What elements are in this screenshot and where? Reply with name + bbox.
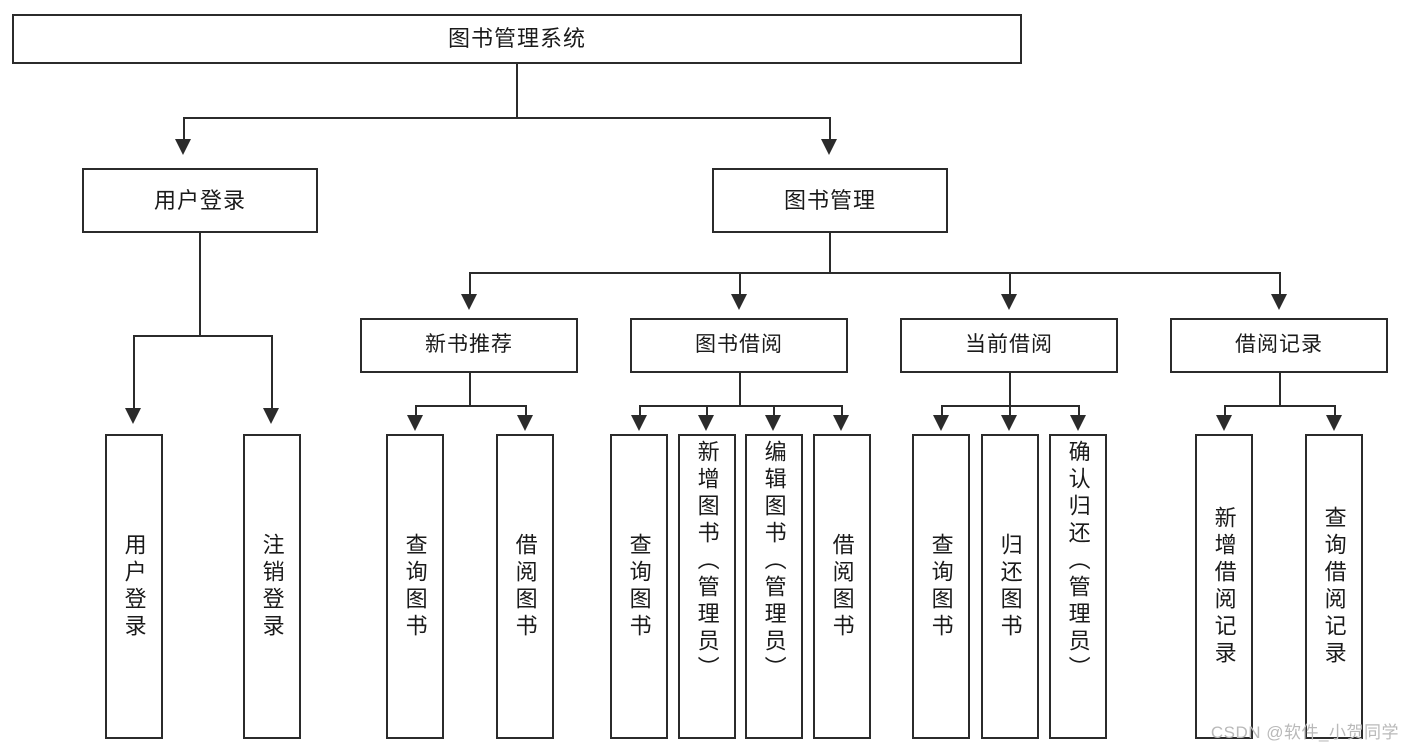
connector-current-borrow-child-2 [1009,405,1011,417]
leaf-edit-book-admin-label: 编辑图书（管理员） [761,440,787,683]
connector-root-to-book-manage [829,117,831,141]
leaf-add-borrow-record-label: 新增借阅记录 [1211,505,1237,668]
arrow-book-borrow-child-4 [833,415,849,431]
leaf-user-login[interactable]: 用户登录 [105,434,163,739]
node-root-label: 图书管理系统 [447,26,586,52]
connector-current-borrow-child-1 [941,405,943,417]
connector-user-login-child-1 [133,335,135,410]
arrow-book-manage-child-4 [1271,294,1287,310]
leaf-confirm-return-admin[interactable]: 确认归还（管理员） [1049,434,1107,739]
leaf-return-book[interactable]: 归还图书 [981,434,1039,739]
connector-book-manage-child-2 [739,272,741,296]
leaf-user-login-label: 用户登录 [121,532,147,641]
connector-borrow-record-child-1 [1224,405,1226,417]
leaf-query-book-borrow[interactable]: 查询图书 [610,434,668,739]
node-borrow-record-label: 借阅记录 [1235,333,1323,357]
arrow-current-borrow-child-2 [1001,415,1017,431]
arrow-book-borrow-child-1 [631,415,647,431]
arrow-user-login-child-2 [263,408,279,424]
connector-new-book-child-1 [415,405,417,417]
node-borrow-record[interactable]: 借阅记录 [1170,318,1388,373]
connector-new-book-child-2 [525,405,527,417]
arrow-current-borrow-child-3 [1070,415,1086,431]
leaf-add-borrow-record[interactable]: 新增借阅记录 [1195,434,1253,739]
arrow-new-book-child-1 [407,415,423,431]
node-book-manage[interactable]: 图书管理 [712,168,948,233]
node-book-borrow-label: 图书借阅 [695,333,783,357]
connector-book-manage-bus [469,272,1281,274]
leaf-logout[interactable]: 注销登录 [243,434,301,739]
node-new-book-recommend[interactable]: 新书推荐 [360,318,578,373]
connector-root-to-user-login [183,117,185,141]
connector-borrow-record-stem [1279,373,1281,405]
connector-user-login-bus [133,335,271,337]
connector-borrow-record-child-2 [1334,405,1336,417]
arrow-book-manage-child-2 [731,294,747,310]
node-root[interactable]: 图书管理系统 [12,14,1022,64]
arrow-root-to-user-login [175,139,191,155]
connector-book-borrow-child-2 [706,405,708,417]
leaf-confirm-return-admin-label: 确认归还（管理员） [1065,440,1091,683]
connector-user-login-stem [199,233,201,335]
arrow-book-manage-child-1 [461,294,477,310]
leaf-edit-book-admin[interactable]: 编辑图书（管理员） [745,434,803,739]
connector-user-login-child-2 [271,335,273,410]
connector-book-borrow-bus [639,405,841,407]
leaf-logout-label: 注销登录 [259,532,285,641]
connector-current-borrow-stem [1009,373,1011,405]
leaf-query-borrow-record[interactable]: 查询借阅记录 [1305,434,1363,739]
leaf-query-book-current[interactable]: 查询图书 [912,434,970,739]
leaf-borrow-book[interactable]: 借阅图书 [813,434,871,739]
connector-new-book-stem [469,373,471,405]
arrow-book-borrow-child-3 [765,415,781,431]
node-user-login[interactable]: 用户登录 [82,168,318,233]
leaf-return-book-label: 归还图书 [997,532,1023,641]
connector-book-manage-stem [829,233,831,272]
node-new-book-recommend-label: 新书推荐 [425,333,513,357]
leaf-borrow-book-recommend-label: 借阅图书 [512,532,538,641]
connector-book-borrow-child-4 [841,405,843,417]
leaf-query-borrow-record-label: 查询借阅记录 [1321,505,1347,668]
arrow-book-borrow-child-2 [698,415,714,431]
arrow-borrow-record-child-2 [1326,415,1342,431]
leaf-query-book-recommend-label: 查询图书 [402,532,428,641]
arrow-borrow-record-child-1 [1216,415,1232,431]
leaf-borrow-book-recommend[interactable]: 借阅图书 [496,434,554,739]
node-current-borrow-label: 当前借阅 [965,333,1053,357]
connector-borrow-record-bus [1224,405,1334,407]
arrow-root-to-book-manage [821,139,837,155]
connector-root-stem [516,64,518,117]
connector-book-manage-child-4 [1279,272,1281,296]
connector-root-bus [183,117,829,119]
connector-book-manage-child-1 [469,272,471,296]
leaf-query-book-borrow-label: 查询图书 [626,532,652,641]
arrow-user-login-child-1 [125,408,141,424]
leaf-query-book-current-label: 查询图书 [928,532,954,641]
leaf-add-book-admin-label: 新增图书（管理员） [694,440,720,683]
connector-book-borrow-child-3 [773,405,775,417]
arrow-new-book-child-2 [517,415,533,431]
leaf-query-book-recommend[interactable]: 查询图书 [386,434,444,739]
node-book-borrow[interactable]: 图书借阅 [630,318,848,373]
connector-new-book-bus [415,405,525,407]
node-user-login-label: 用户登录 [153,187,246,213]
arrow-current-borrow-child-1 [933,415,949,431]
connector-current-borrow-child-3 [1078,405,1080,417]
leaf-add-book-admin[interactable]: 新增图书（管理员） [678,434,736,739]
connector-book-manage-child-3 [1009,272,1011,296]
connector-book-borrow-child-1 [639,405,641,417]
node-current-borrow[interactable]: 当前借阅 [900,318,1118,373]
leaf-borrow-book-label: 借阅图书 [829,532,855,641]
arrow-book-manage-child-3 [1001,294,1017,310]
node-book-manage-label: 图书管理 [783,187,876,213]
connector-book-borrow-stem [739,373,741,405]
